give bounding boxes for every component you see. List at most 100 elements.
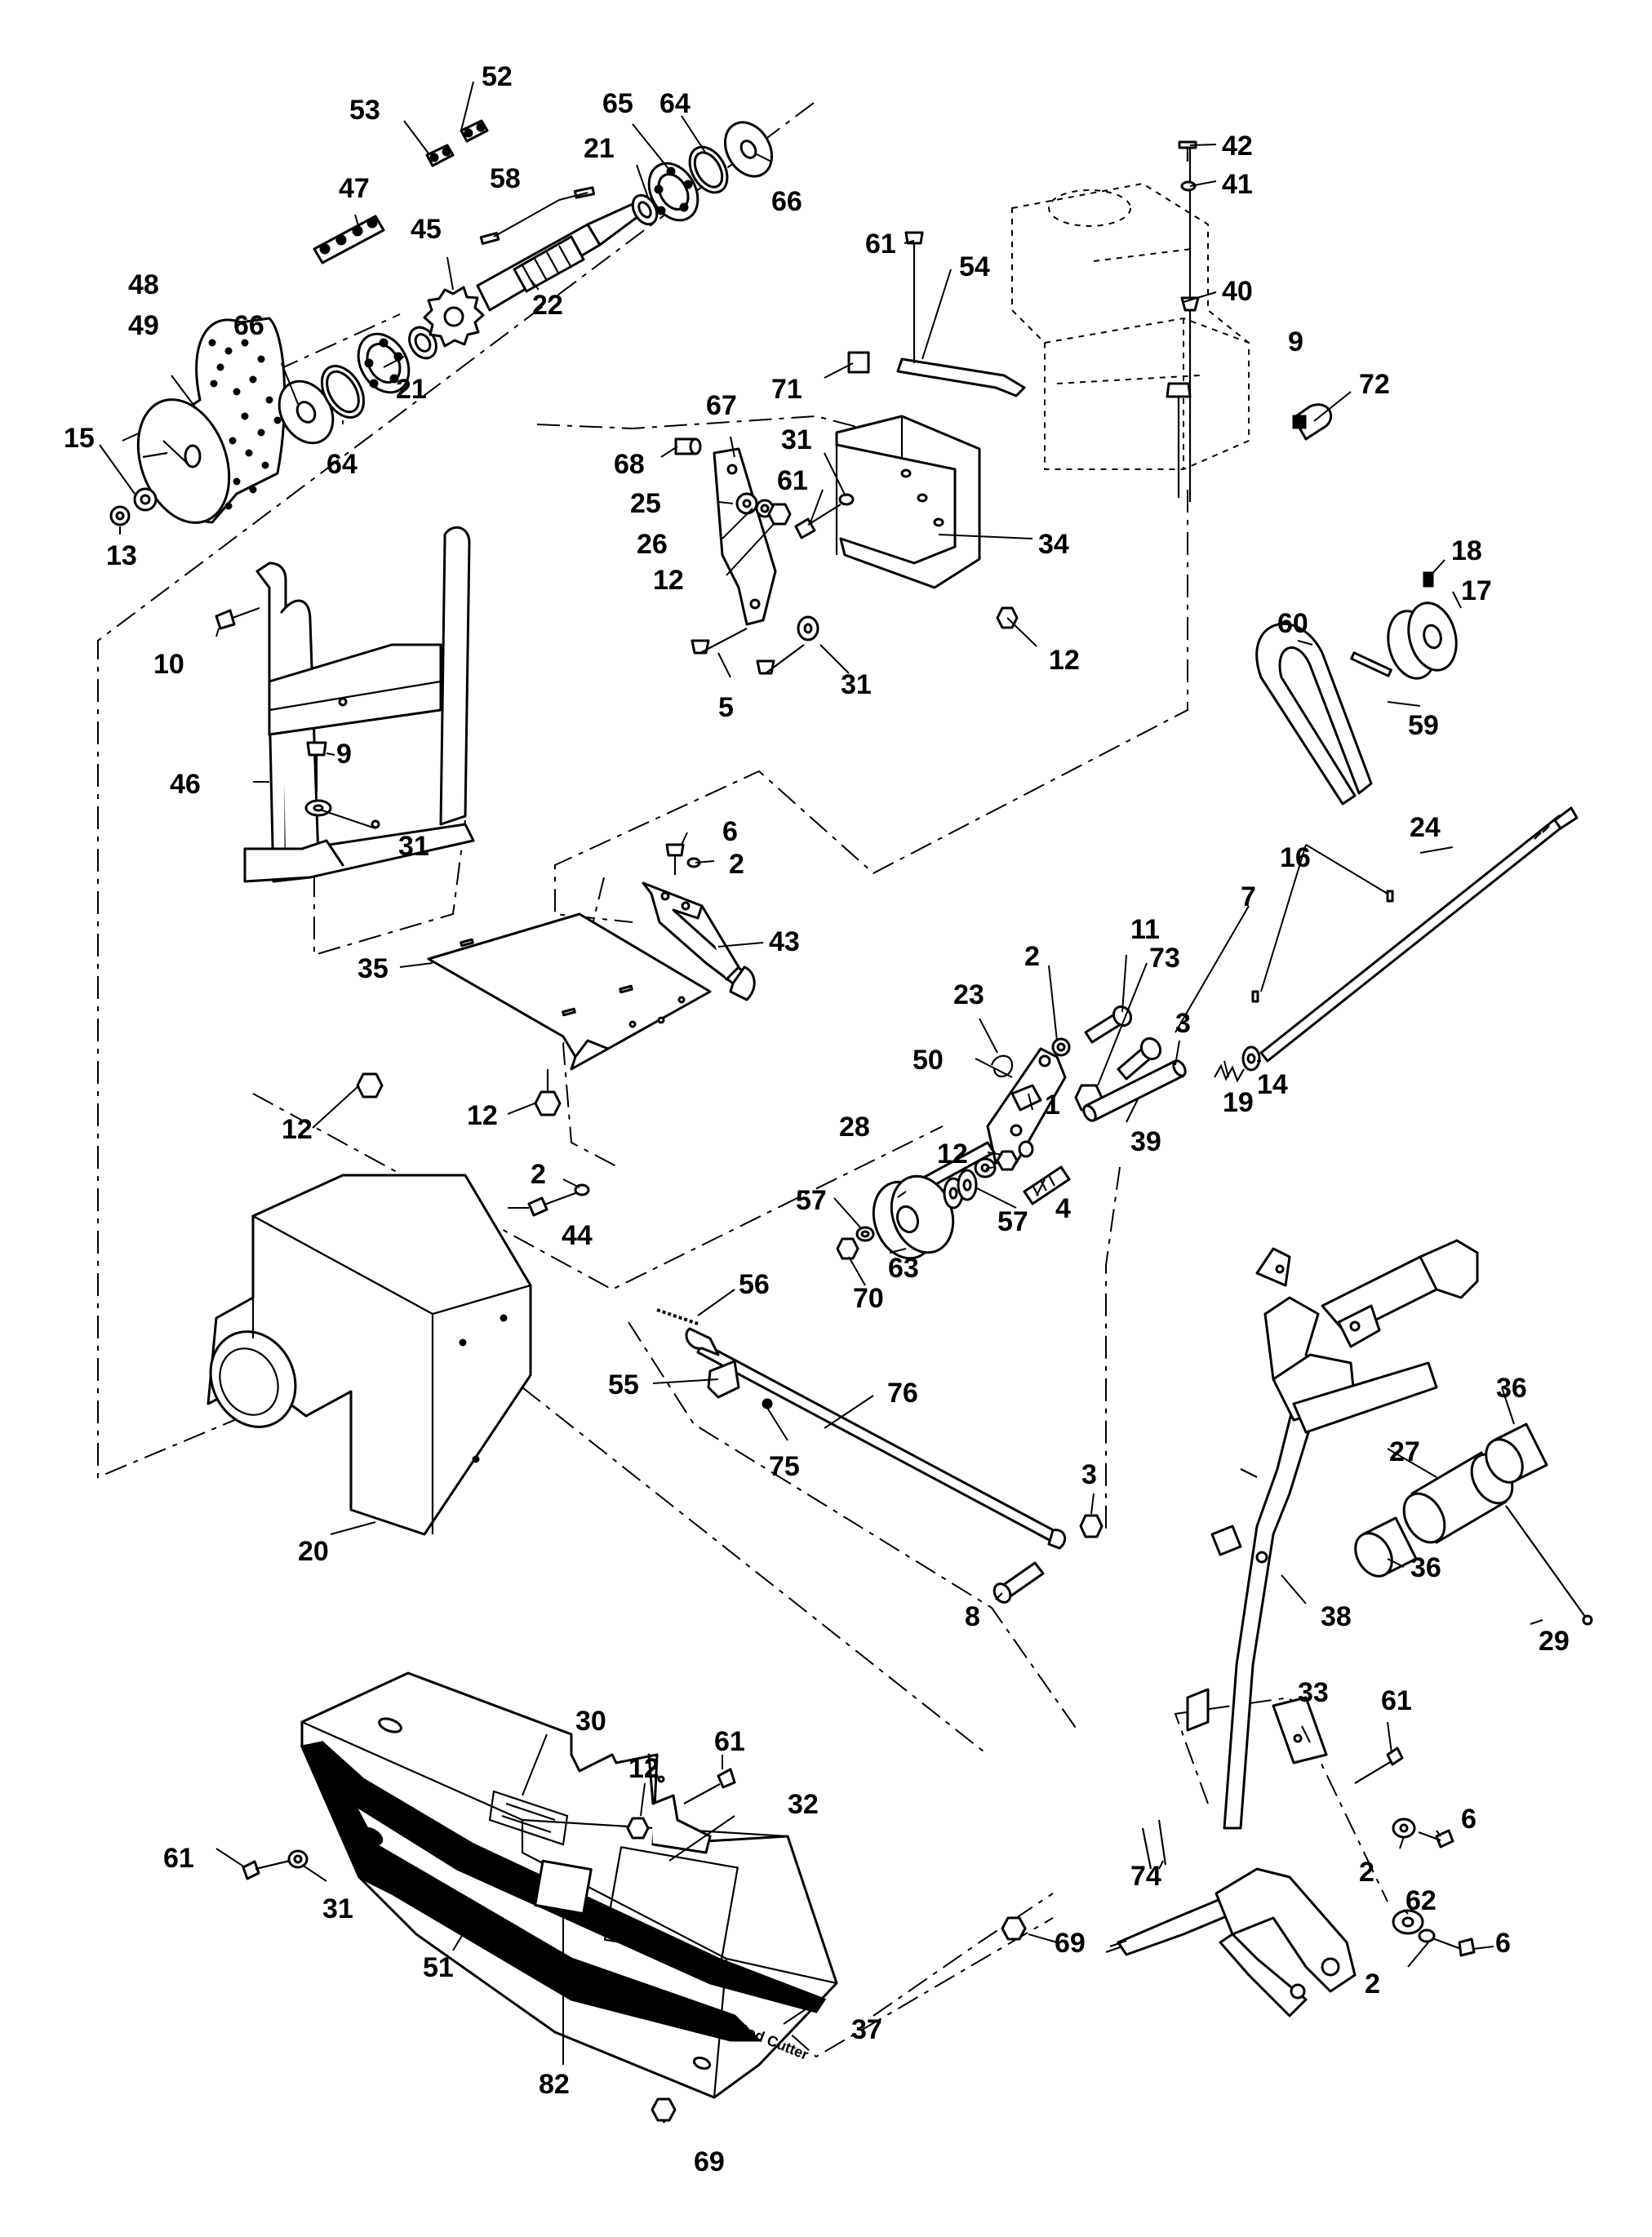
- callout-31-frame: 31: [398, 831, 429, 862]
- lever-74: [1105, 1819, 1242, 1956]
- connector-link-52: [460, 119, 489, 143]
- grip-36-upper: [1485, 1423, 1548, 1484]
- washer-1: [1018, 1140, 1034, 1158]
- clevis-8: [993, 1561, 1045, 1604]
- bolt-11: [1084, 1005, 1133, 1044]
- callout-3-rod: 3: [1081, 1459, 1097, 1490]
- callout-16: 16: [1280, 842, 1311, 873]
- bracket-54: [896, 231, 1026, 397]
- callout-17: 17: [1461, 575, 1492, 606]
- callout-69-right: 69: [1055, 1928, 1086, 1959]
- decal-82: [534, 1859, 593, 1915]
- callout-32: 32: [788, 1789, 819, 1820]
- rod-24: [1259, 806, 1579, 1063]
- callout-18: 18: [1451, 535, 1482, 566]
- nut-12-bracket: [767, 503, 792, 526]
- washer-31-frame: [304, 799, 332, 817]
- callout-23: 23: [953, 979, 984, 1010]
- callout-27: 27: [1389, 1436, 1420, 1467]
- callout-64-left: 64: [326, 449, 357, 480]
- pins-16: [1251, 890, 1394, 1003]
- engine-phantom: [1011, 182, 1250, 470]
- bolt-6-top: [665, 843, 685, 875]
- callout-3-sleeve: 3: [1175, 1008, 1191, 1039]
- callout-2-44: 2: [531, 1159, 546, 1190]
- callout-36-upper: 36: [1496, 1373, 1527, 1404]
- mount-bracket-34: [835, 415, 981, 589]
- sprocket-45: [423, 286, 485, 348]
- callout-33: 33: [1298, 1677, 1329, 1708]
- callout-2-lower: 2: [1365, 1968, 1380, 2000]
- callout-38: 38: [1321, 1601, 1352, 1632]
- bearing-left: [357, 332, 411, 394]
- washer-57-front: [855, 1226, 875, 1242]
- callout-21-right: 21: [584, 133, 615, 164]
- nut-70: [836, 1237, 859, 1260]
- frame-46: [243, 526, 475, 883]
- callout-45: 45: [411, 214, 442, 245]
- nut-12-cover: [626, 1817, 650, 1840]
- callout-61-bracket: 61: [777, 465, 808, 496]
- callout-20: 20: [298, 1536, 329, 1567]
- callout-63: 63: [888, 1253, 919, 1284]
- callout-2-lever: 2: [1024, 941, 1040, 972]
- callout-64: 64: [659, 88, 691, 119]
- callout-40: 40: [1222, 276, 1253, 307]
- callout-2-handle: 2: [1359, 1857, 1374, 1888]
- callout-75: 75: [769, 1451, 800, 1482]
- callout-1: 1: [1045, 1090, 1060, 1121]
- nut-3-rod: [1079, 1514, 1104, 1538]
- callout-37: 37: [851, 2014, 882, 2045]
- idler-pulley-63: [872, 1174, 955, 1260]
- setscrew-18: [1423, 571, 1434, 588]
- callout-53: 53: [349, 95, 380, 126]
- callout-34: 34: [1038, 529, 1069, 560]
- washer-62: [1392, 1909, 1424, 1935]
- bolt-61-cover-left: [242, 1859, 291, 1880]
- callout-25: 25: [630, 488, 661, 519]
- washer-2-11: [1051, 1037, 1071, 1057]
- callout-36-lower: 36: [1410, 1552, 1441, 1583]
- nut-12-lever: [996, 1150, 1019, 1171]
- callout-71: 71: [771, 374, 802, 405]
- callout-6-top: 6: [722, 816, 738, 847]
- snap-ring-64-right: [688, 145, 729, 194]
- callout-12-plate: 12: [282, 1114, 313, 1145]
- callout-54: 54: [959, 251, 990, 282]
- callout-66-left: 66: [233, 310, 264, 341]
- callout-65: 65: [602, 88, 633, 119]
- drum-roller: [136, 317, 286, 524]
- connector-link-53: [425, 144, 455, 167]
- callout-41: 41: [1222, 169, 1253, 200]
- washer-14: [1241, 1045, 1261, 1072]
- arm-50: [986, 1047, 1067, 1165]
- clip-55: [707, 1360, 740, 1399]
- snap-ring-64-left: [320, 365, 366, 419]
- callout-59: 59: [1408, 710, 1439, 741]
- callout-49: 49: [128, 310, 159, 341]
- callout-47: 47: [339, 173, 370, 204]
- washers-57-stack: [943, 1169, 978, 1209]
- callout-28: 28: [839, 1112, 870, 1143]
- housing-20: [206, 1174, 532, 1536]
- callout-12-lever: 12: [937, 1138, 968, 1170]
- callout-55: 55: [608, 1369, 639, 1400]
- callout-4: 4: [1055, 1193, 1071, 1224]
- callout-44: 44: [562, 1220, 593, 1251]
- tension-bracket-67: [713, 447, 777, 626]
- retaining-ring-15: [133, 487, 158, 512]
- bolt-61-cover-top: [683, 1768, 736, 1804]
- callout-31-top: 31: [781, 424, 812, 455]
- washer-2-lower: [1418, 1929, 1436, 1943]
- callout-61-cover: 61: [714, 1726, 745, 1757]
- decal-32: [603, 1846, 739, 1962]
- pulley-17: [1387, 601, 1458, 680]
- washer-31-cover: [287, 1849, 309, 1869]
- clamp-72: [1292, 403, 1333, 441]
- callout-57-stack: 57: [997, 1206, 1028, 1237]
- nut-69-bottom: [651, 2097, 677, 2122]
- leader-lines: [99, 81, 1543, 2123]
- washer-41: [1180, 180, 1197, 192]
- callout-29: 29: [1539, 1626, 1570, 1657]
